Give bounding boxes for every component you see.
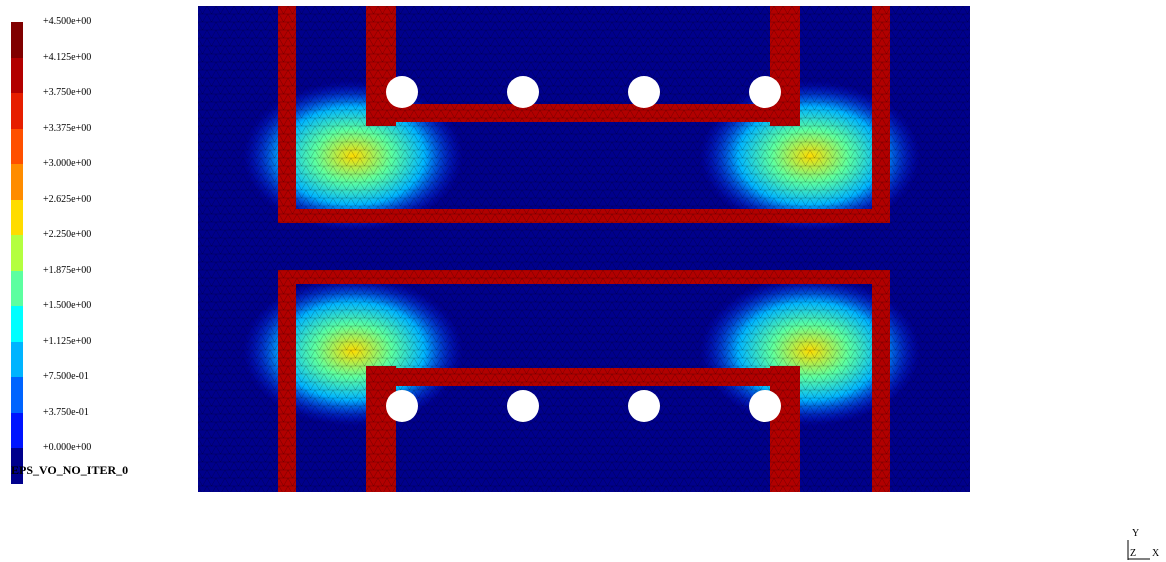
- legend-swatch: [11, 412, 23, 449]
- legend-swatch: [11, 341, 23, 378]
- legend-swatch: [11, 93, 23, 129]
- mesh-overlay: [198, 6, 970, 492]
- legend-swatch: [11, 128, 23, 165]
- legend-tick-label: +2.625e+00: [43, 193, 92, 205]
- legend-swatch: [11, 235, 23, 271]
- legend-swatch: [11, 164, 23, 200]
- hole: [749, 76, 781, 108]
- hole: [386, 76, 418, 108]
- legend-tick-label: +7.500e-01: [43, 371, 89, 382]
- legend-swatch: [11, 270, 23, 307]
- legend-tick-label: +3.750e-01: [43, 406, 89, 418]
- color-legend: +4.500e+00 +4.125e+00 +3.750e+00 +3.375e+00…: [0, 0, 190, 490]
- legend-tick-label: +4.125e+00: [43, 51, 92, 63]
- axis-z-label: Z: [1130, 548, 1137, 559]
- axis-y-label: Y: [1132, 528, 1140, 539]
- legend-swatch: [11, 448, 23, 484]
- legend-swatch: [11, 377, 23, 413]
- legend-tick-label: +3.750e+00: [43, 87, 92, 98]
- contour-plot[interactable]: [198, 6, 970, 492]
- legend-swatch: [11, 199, 23, 236]
- hole: [628, 76, 660, 108]
- hole: [386, 390, 418, 422]
- hole: [507, 390, 539, 422]
- legend-tick-label: +4.500e+00: [43, 16, 92, 27]
- legend-tick-label: +1.125e+00: [43, 335, 92, 347]
- legend-swatch: [11, 22, 23, 58]
- holes: [386, 76, 781, 422]
- hole: [507, 76, 539, 108]
- legend-swatch: [11, 57, 23, 94]
- legend-tick-label: +1.500e+00: [43, 300, 92, 311]
- legend-swatch: [11, 306, 23, 342]
- legend-tick-label: +1.875e+00: [43, 264, 92, 276]
- legend-tick-label: +2.250e+00: [43, 229, 92, 240]
- legend-tick-label: +0.000e+00: [43, 442, 92, 453]
- legend-title: EPS_VO_NO_ITER_0: [11, 463, 129, 477]
- axis-x-label: X: [1152, 548, 1160, 559]
- hole: [749, 390, 781, 422]
- legend-tick-label: +3.375e+00: [43, 122, 92, 134]
- legend-tick-label: +3.000e+00: [43, 158, 92, 169]
- axis-triad: Y Z X: [1124, 528, 1164, 560]
- hole: [628, 390, 660, 422]
- axis-lines: [1127, 540, 1150, 560]
